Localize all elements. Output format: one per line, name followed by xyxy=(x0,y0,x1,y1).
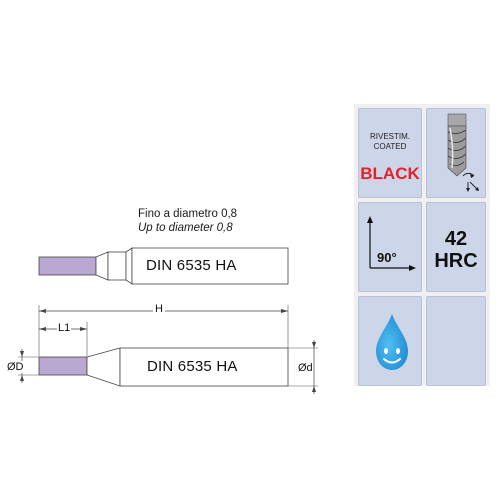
helix-angle-value: 90° xyxy=(377,250,397,265)
dim-d-label: Ød xyxy=(298,362,313,374)
cutting-part xyxy=(38,256,97,276)
empty-cell xyxy=(426,296,486,386)
shank-label-bottom: DIN 6535 HA xyxy=(147,358,238,375)
hardness-unit: HRC xyxy=(434,250,478,272)
shank-taper xyxy=(125,247,133,285)
dim-H-label: H xyxy=(153,303,165,315)
shank-label-top: DIN 6535 HA xyxy=(146,257,237,274)
corner-angle-icon xyxy=(367,216,416,271)
hardness-value: 42 xyxy=(444,228,468,250)
coating-label-it: RIVESTIM. xyxy=(369,132,410,141)
neck xyxy=(95,251,109,281)
coating-value: BLACK xyxy=(360,164,420,183)
end-mill-icon xyxy=(447,113,467,177)
caption-italian: Fino a diametro 0,8 xyxy=(138,208,238,220)
shank xyxy=(119,347,289,387)
coating-cell: RIVESTIM. COATED BLACK xyxy=(358,108,422,198)
tool-type-cell xyxy=(426,108,486,198)
spec-panel: RIVESTIM. COATED BLACK 90° xyxy=(354,104,490,386)
angle-cell: 90° xyxy=(358,202,422,292)
coating-label-en: COATED xyxy=(373,142,407,151)
hardness-cell: 42 HRC xyxy=(426,202,486,292)
tool-top xyxy=(38,247,289,285)
shank xyxy=(131,247,289,285)
neck-taper xyxy=(86,347,121,387)
cutting-part xyxy=(38,356,88,376)
caption-english: Up to diameter 0,8 xyxy=(138,222,233,234)
tool-bottom xyxy=(18,305,318,394)
spindle-rotation-icon xyxy=(462,172,479,192)
coolant-drop-icon xyxy=(376,314,408,370)
neck-step xyxy=(107,251,127,281)
diameter-caption: Fino a diametro 0,8 Up to diameter 0,8 xyxy=(138,207,237,235)
dim-L1-label: L1 xyxy=(57,322,72,334)
dim-D-label: ØD xyxy=(7,361,24,373)
coolant-cell xyxy=(358,296,422,386)
